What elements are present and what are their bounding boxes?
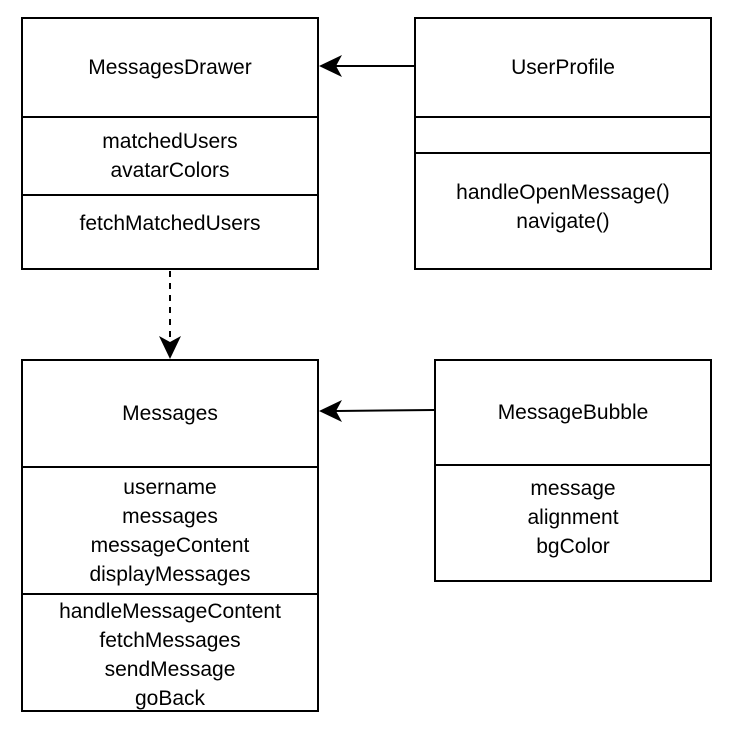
- attribute: displayMessages: [89, 562, 251, 586]
- class-name-section: MessageBubble: [436, 361, 710, 464]
- class-name: MessagesDrawer: [88, 56, 252, 79]
- attributes-section: message alignment bgColor: [436, 464, 710, 584]
- attribute: messageContent: [90, 533, 250, 557]
- class-messages-drawer: MessagesDrawer matchedUsers avatarColors…: [21, 17, 319, 270]
- method: fetchMessages: [99, 628, 241, 652]
- attribute: avatarColors: [110, 159, 230, 182]
- attribute: message: [530, 476, 616, 500]
- attribute: alignment: [527, 505, 619, 529]
- class-name-section: UserProfile: [416, 19, 710, 116]
- methods-section: handleMessageContent fetchMessages sendM…: [23, 593, 317, 714]
- class-name-section: Messages: [23, 361, 317, 466]
- class-name-section: MessagesDrawer: [23, 19, 317, 116]
- class-user-profile: UserProfile handleOpenMessage() navigate…: [414, 17, 712, 270]
- arrow-messagesdrawer-to-messages: [159, 271, 181, 359]
- attribute: username: [123, 475, 217, 499]
- attribute: messages: [122, 504, 218, 528]
- class-name: MessageBubble: [497, 401, 649, 424]
- methods-section: handleOpenMessage() navigate(): [416, 152, 710, 272]
- class-messages: Messages username messages messageConten…: [21, 359, 319, 712]
- method: sendMessage: [104, 657, 236, 681]
- attributes-section: [416, 116, 710, 152]
- method: handleOpenMessage(): [456, 181, 670, 204]
- methods-section: fetchMatchedUsers: [23, 194, 317, 272]
- attributes-section: username messages messageContent display…: [23, 466, 317, 593]
- attribute: matchedUsers: [102, 130, 238, 153]
- method: goBack: [134, 686, 206, 710]
- arrow-messagebubble-to-messages: [319, 400, 435, 422]
- method: handleMessageContent: [59, 599, 281, 623]
- class-name: UserProfile: [511, 56, 615, 79]
- arrow-userprofile-to-messagesdrawer: [319, 55, 414, 77]
- method: fetchMatchedUsers: [79, 211, 261, 235]
- attributes-section: matchedUsers avatarColors: [23, 116, 317, 194]
- class-name: Messages: [122, 402, 218, 425]
- method: navigate(): [516, 210, 610, 233]
- class-message-bubble: MessageBubble message alignment bgColor: [434, 359, 712, 582]
- attribute: bgColor: [536, 534, 610, 558]
